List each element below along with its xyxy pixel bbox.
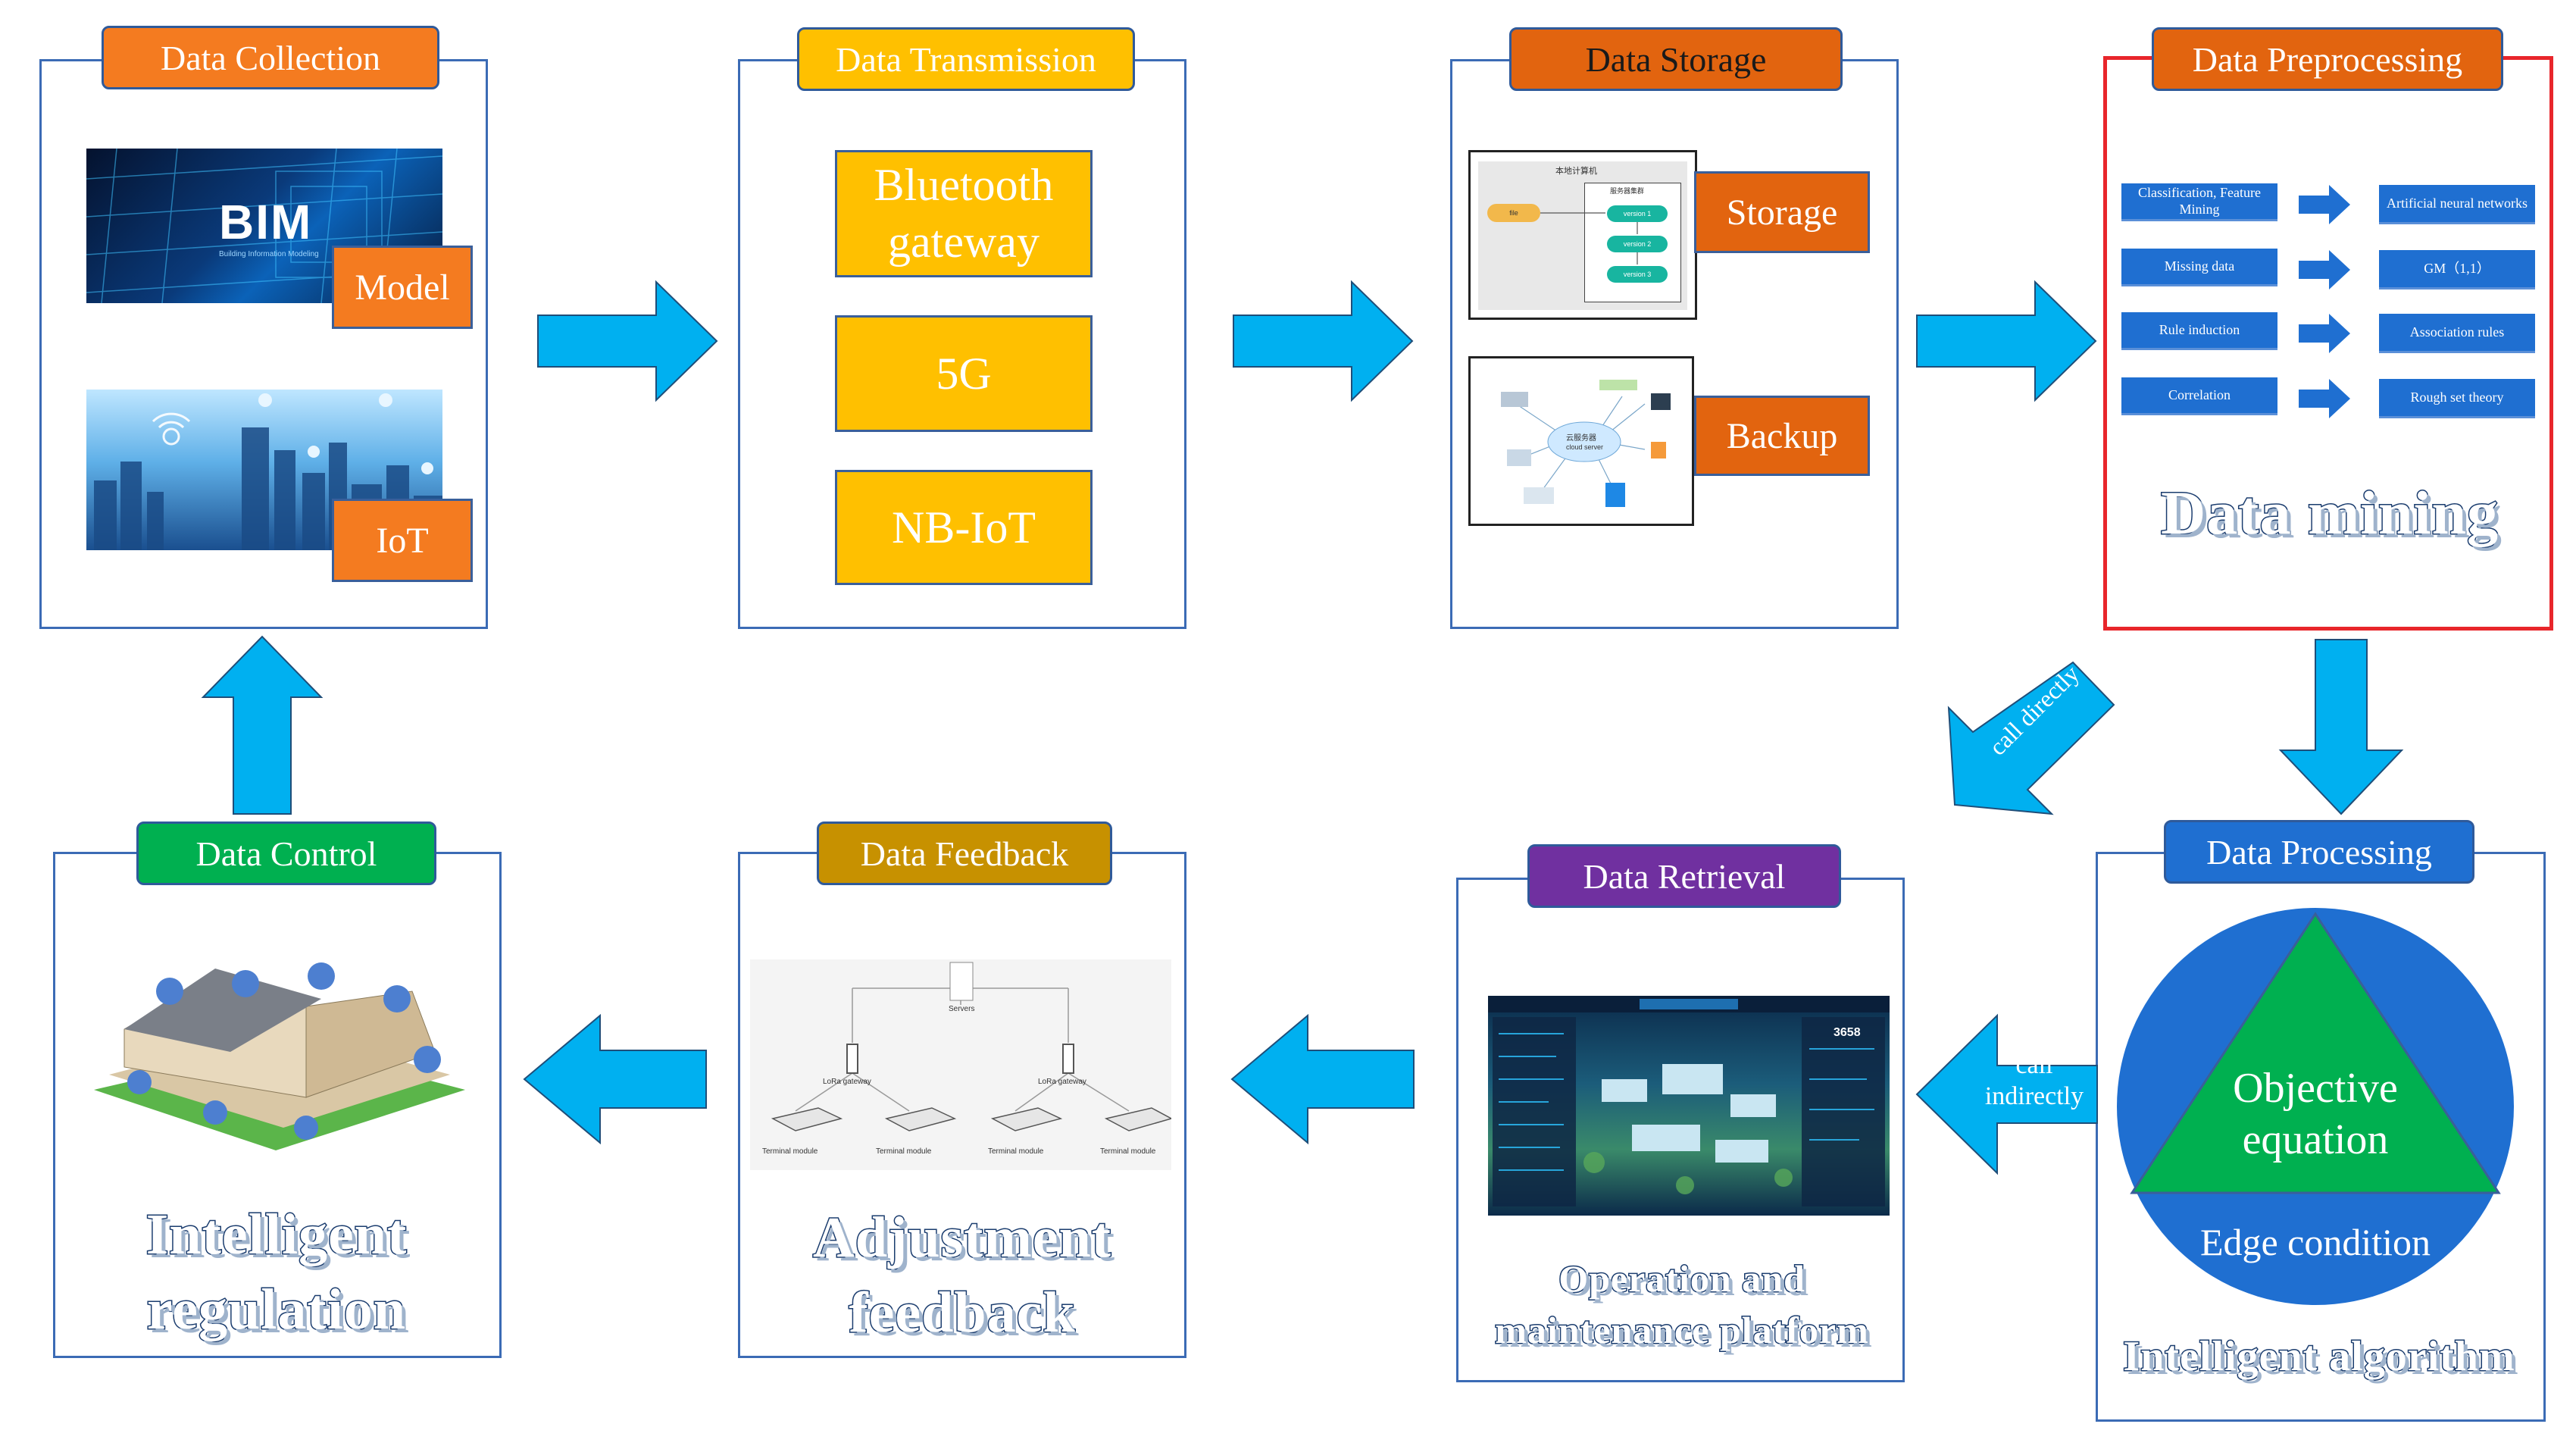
operation-maintenance-label: Operation and maintenance platform [1494,1257,1870,1353]
storage-connectors [1540,212,1638,264]
arrow-right-icon [1233,280,1414,402]
lora-network-graphic [771,962,1173,1131]
preprocess-right-2: GM（1,1） [2379,250,2535,289]
version-node-3: version 3 [1607,266,1668,283]
backup-diagram: 云服务器 cloud server [1468,356,1694,526]
objective-equation-label: Objective equation [2233,1065,2398,1164]
version-node-1: version 1 [1607,205,1668,222]
data-processing-title: Data Processing [2164,820,2474,884]
data-feedback-title: Data Feedback [817,822,1112,885]
preprocess-left-3: Rule induction [2121,312,2277,350]
terminal-module-label-2: Terminal module [876,1147,932,1156]
terminal-module-icon [990,1107,1063,1131]
arrow-left-icon [523,1013,707,1145]
arrow-down-left-icon [1947,661,2115,815]
call-indirectly-label: call indirectly [1984,1051,2084,1110]
cloud-backup-graphic [1501,380,1671,507]
model-label: Model [332,246,473,329]
arrow-down-icon [2278,639,2404,815]
lora-gateway-label-2: LoRa gateway [1038,1078,1086,1086]
platform-counter: 3658 [1834,1026,1861,1039]
iot-label: IoT [332,499,473,582]
preprocess-left-2: Missing data [2121,249,2277,286]
smart-home-image [79,946,480,1173]
objective-equation-triangle [2130,912,2501,1194]
arrow-left-icon [1230,1013,1415,1145]
lora-gateway-label-1: LoRa gateway [823,1078,871,1086]
local-computer-title: 本地计算机 [1555,166,1597,176]
edge-condition-label: Edge condition [2199,1221,2431,1263]
5g-box: 5G [835,315,1093,432]
preprocess-right-3: Association rules [2379,314,2535,353]
intelligent-regulation-label: Intelligent regulation [145,1202,408,1343]
storage-diagram: 本地计算机 服务器集群 file version 1 version 2 ver… [1468,150,1697,320]
backup-label: Backup [1694,396,1870,476]
terminal-module-icon [884,1107,957,1131]
platform-dashboard-graphic [1488,996,1890,1206]
arrow-right-icon [2299,250,2350,289]
storage-label: Storage [1694,171,1870,253]
arrow-right-icon [2299,314,2350,353]
arrow-right-icon [537,280,718,402]
nb-iot-box: NB-IoT [835,470,1093,585]
data-collection-title: Data Collection [102,26,439,89]
intelligent-algorithm-label: Intelligent algorithm [2122,1332,2515,1382]
arrow-right-icon [1916,280,2097,402]
data-control-title: Data Control [136,822,436,885]
adjustment-feedback-label: Adjustment feedback [811,1205,1112,1346]
arrow-left-icon [1915,1013,2098,1175]
server-icon [949,962,974,1001]
data-retrieval-title: Data Retrieval [1527,844,1841,908]
processing-diagram [2117,908,2514,1305]
preprocess-right-1: Artificial neural networks [2379,185,2535,224]
version-node-2: version 2 [1607,236,1668,252]
cloud-server-label: 云服务器 [1566,434,1596,443]
bluetooth-gateway-box: Bluetooth gateway [835,150,1093,277]
data-transmission-title: Data Transmission [797,27,1135,91]
arrow-right-icon [2299,185,2350,224]
arrow-right-icon [2299,379,2350,418]
smart-home-graphic [94,962,465,1150]
terminal-module-label-4: Terminal module [1100,1147,1156,1156]
arrow-up-icon [201,635,324,815]
terminal-module-icon [771,1107,843,1131]
preprocess-arrows [2299,185,2350,418]
bim-caption: Building Information Modeling [219,250,319,258]
cloud-server-sublabel: cloud server [1566,443,1604,451]
data-preprocessing-title: Data Preprocessing [2152,27,2503,91]
lora-network-diagram: Servers LoRa gateway LoRa gateway Termin… [750,959,1173,1170]
data-mining-label: Data mining [2159,477,2499,549]
file-node: file [1487,204,1540,222]
bim-logo: BIM [219,195,313,249]
terminal-module-label-3: Terminal module [988,1147,1044,1156]
preprocess-right-4: Rough set theory [2379,379,2535,418]
antenna-icon [846,1044,858,1074]
antenna-icon [1062,1044,1074,1074]
servers-label: Servers [949,1005,975,1013]
terminal-module-label-1: Terminal module [762,1147,818,1156]
data-storage-title: Data Storage [1509,27,1843,91]
preprocess-left-4: Correlation [2121,377,2277,415]
server-cluster-title: 服务器集群 [1610,188,1645,196]
operation-platform-screenshot: 3658 [1488,996,1890,1216]
preprocess-left-1: Classification, Feature Mining [2121,183,2277,221]
